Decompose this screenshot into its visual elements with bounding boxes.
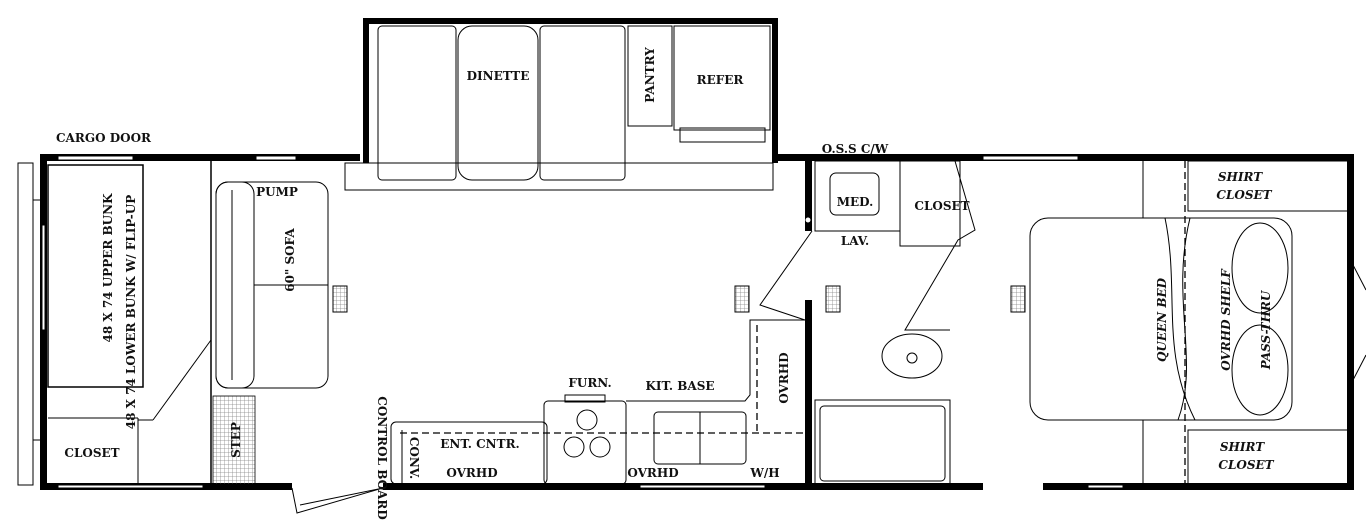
bedroom	[1029, 160, 1366, 486]
kit-base-label: KIT. BASE	[645, 379, 714, 393]
cargo-door-label: CARGO DOOR	[56, 131, 152, 145]
ovrhd-shelf-label: OVRHD SHELF	[1219, 268, 1233, 371]
oss-cw-label: O.S.S C/W	[822, 142, 889, 156]
exterior-walls	[40, 154, 1354, 490]
closet-left-label: CLOSET	[64, 446, 119, 460]
wh-label: W/H	[749, 466, 779, 480]
sofa-label: 60" SOFA	[283, 228, 297, 292]
pass-thru-label: PASS-THRU	[1259, 289, 1273, 370]
lower-bunk-label: 48 X 74 LOWER BUNK W/ FLIP-UP	[124, 195, 138, 430]
vent-icon	[825, 285, 841, 313]
rear-cargo-door	[17, 162, 40, 486]
step	[212, 395, 256, 485]
bunk-area	[47, 164, 212, 485]
refer-label: REFER	[697, 73, 745, 87]
queen-bed-label: QUEEN BED	[1155, 277, 1169, 362]
pantry-label: PANTRY	[643, 47, 657, 103]
ovrhd-sink-label: OVRHD	[627, 466, 678, 480]
lav-label: LAV.	[841, 234, 869, 248]
shirt-closet-bottom-label: SHIRT	[1220, 440, 1265, 454]
shirt-closet-top-label-2: CLOSET	[1216, 188, 1272, 202]
control-board-label: CONTROL BOARD	[375, 396, 389, 519]
vent-icon	[332, 285, 348, 313]
step-label: STEP	[229, 422, 243, 458]
ent-cntr-label: ENT. CNTR.	[440, 437, 519, 451]
vent-icon	[734, 285, 750, 313]
dinette-slideout	[344, 18, 778, 191]
shirt-closet-bottom-label-2: CLOSET	[1218, 458, 1274, 472]
shirt-closet-top-label: SHIRT	[1218, 170, 1263, 184]
vent-icon	[1010, 285, 1026, 313]
ovrhd-side-label: OVRHD	[777, 352, 791, 403]
sofa	[215, 181, 329, 389]
dinette-label: DINETTE	[467, 69, 530, 83]
bunk-label: 48 X 74 UPPER BUNK	[101, 193, 115, 343]
furn-label: FURN.	[568, 376, 611, 390]
closet-bath-label: CLOSET	[914, 199, 969, 213]
pump-label: PUMP	[256, 185, 298, 199]
ovrhd-ent-label: OVRHD	[446, 466, 497, 480]
bathroom	[759, 160, 976, 486]
kitchen	[299, 319, 805, 506]
conv-label: CONV.	[407, 437, 421, 479]
entry-door	[291, 487, 384, 514]
med-label: MED.	[837, 195, 874, 209]
